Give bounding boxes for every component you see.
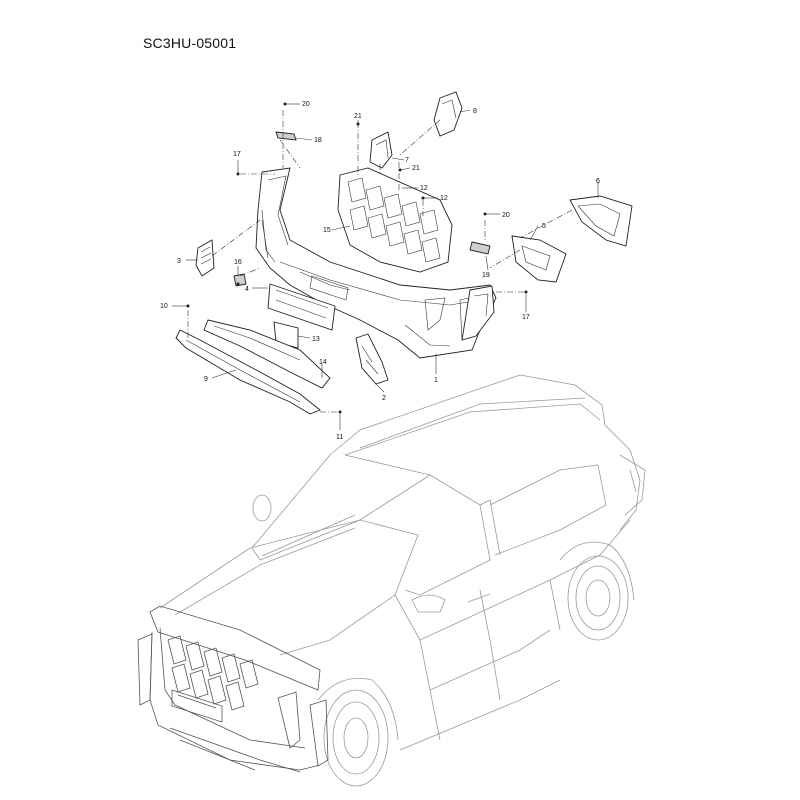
bracket-part-8 [433, 91, 463, 137]
callout-12b: 12 [440, 195, 448, 202]
bracket-part-7 [369, 131, 393, 169]
callout-21b: 21 [412, 165, 420, 172]
callout-14: 14 [319, 359, 327, 366]
bracket-part-2 [355, 333, 389, 385]
callout-17b: 17 [522, 314, 530, 321]
plate-bracket-part-4 [267, 283, 336, 331]
callout-17a: 17 [233, 151, 241, 158]
callout-11: 11 [336, 434, 343, 441]
assembly-lines [187, 110, 573, 413]
callout-3: 3 [177, 258, 181, 265]
callout-20a: 20 [302, 101, 310, 108]
lower-spoiler-part-14 [203, 319, 331, 389]
callout-13: 13 [312, 336, 320, 343]
callout-5: 5 [542, 223, 546, 230]
fastener-dots [186, 102, 528, 414]
bracket-part-17-right [461, 285, 495, 341]
callout-19: 19 [482, 272, 490, 279]
callout-8: 8 [473, 108, 477, 115]
lower-trim-part-9 [175, 329, 321, 415]
callout-15: 15 [323, 227, 331, 234]
clip-part-18 [275, 131, 297, 141]
callout-1: 1 [434, 377, 438, 384]
grille-frame-part-15 [337, 167, 453, 273]
bumper-cover-part-1 [255, 167, 497, 359]
callout-7: 7 [405, 157, 409, 164]
callout-9: 9 [204, 376, 208, 383]
callout-2: 2 [382, 395, 386, 402]
bracket-part-13 [273, 321, 299, 349]
clip-part-19 [469, 241, 491, 255]
callout-4: 4 [245, 286, 249, 293]
callout-10: 10 [160, 303, 168, 310]
bracket-part-5 [511, 235, 567, 283]
callout-18: 18 [314, 137, 322, 144]
callout-21a: 21 [354, 113, 362, 120]
callout-leaders [172, 103, 599, 430]
vehicle-illustration [137, 374, 646, 787]
callout-20b: 20 [502, 212, 510, 219]
callout-labels: 1 2 3 4 5 6 7 8 9 10 11 12 12 13 14 15 1… [160, 101, 600, 441]
vent-part-3 [195, 239, 215, 277]
callout-6: 6 [596, 178, 600, 185]
diagram-code: SC3HU-05001 [143, 35, 237, 51]
callout-12a: 12 [420, 185, 428, 192]
side-panel-part-6 [569, 195, 633, 247]
callout-16: 16 [234, 259, 242, 266]
